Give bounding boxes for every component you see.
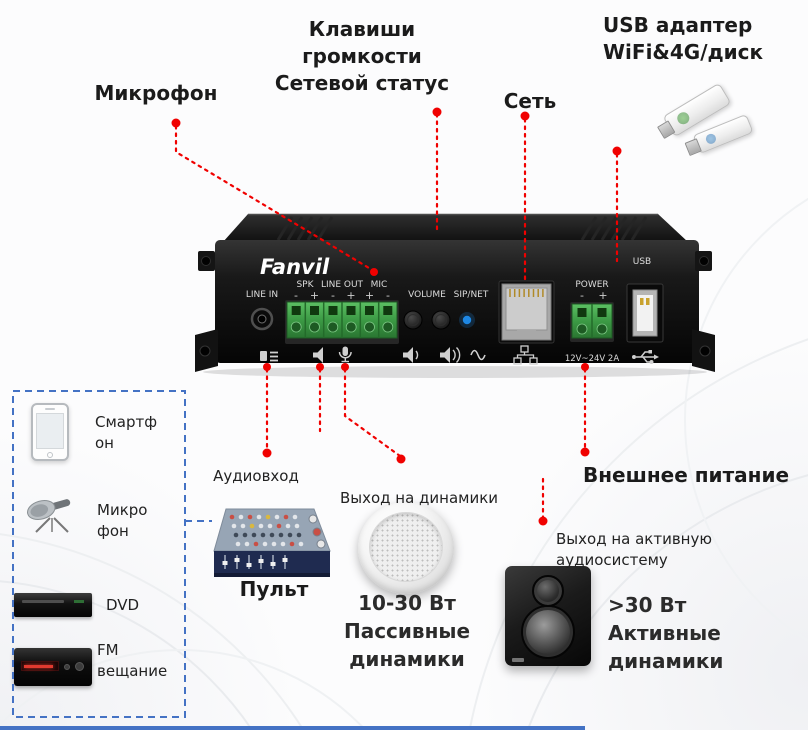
svg-text:LINE IN: LINE IN bbox=[246, 290, 278, 300]
audio-wave-icon bbox=[470, 349, 486, 361]
callout-audio-input: Аудиовход bbox=[213, 467, 299, 485]
mic-icon bbox=[338, 346, 352, 363]
svg-text:USB: USB bbox=[633, 257, 651, 267]
source-label-dvd: DVD bbox=[106, 596, 140, 614]
svg-text:+: + bbox=[598, 289, 607, 302]
volume-buttons bbox=[403, 310, 451, 330]
label-active-speakers: >30 Вт Активные динамики bbox=[608, 593, 724, 673]
port-labels: LINE IN SPK LINE OUT MIC VOLUME SIP/NET … bbox=[246, 257, 651, 364]
red-callout-lines bbox=[174, 112, 619, 519]
blue-source-box bbox=[12, 390, 212, 718]
spk-lineout-mic-terminal bbox=[285, 300, 399, 344]
svg-text:SPK: SPK bbox=[296, 280, 314, 290]
svg-text:-: - bbox=[294, 289, 298, 302]
svg-text:+: + bbox=[346, 289, 355, 302]
callout-microphone: Микрофон bbox=[94, 81, 218, 105]
label-passive-speakers: 10-30 Вт Пассивные динамики bbox=[343, 591, 471, 671]
active-speaker-image bbox=[505, 566, 591, 666]
usb-trident-icon bbox=[632, 350, 659, 364]
label-mixer: Пульт bbox=[239, 577, 309, 601]
svg-text:+: + bbox=[365, 289, 374, 302]
red-callout-dots bbox=[171, 107, 622, 526]
callout-active-output: Выход на активную аудиосистему bbox=[556, 530, 712, 569]
network-icon bbox=[513, 345, 538, 365]
source-label-fm: FM вещание bbox=[97, 641, 168, 680]
device-shadow bbox=[203, 366, 707, 378]
source-label-smartphone: Смартфон bbox=[95, 413, 158, 452]
svg-text:-: - bbox=[580, 289, 584, 302]
callout-usb-adapter: USB адаптер WiFi&4G/диск bbox=[603, 13, 764, 64]
speaker-loud-icon bbox=[440, 347, 461, 363]
line-input-icon bbox=[260, 351, 278, 362]
callout-external-power: Внешнее питание bbox=[582, 463, 790, 487]
svg-text:MIC: MIC bbox=[371, 280, 388, 290]
sip-net-led bbox=[459, 312, 475, 328]
polarity-marks: - + - + + - - + bbox=[294, 289, 608, 302]
power-terminal bbox=[570, 302, 614, 342]
function-icons bbox=[260, 345, 659, 365]
ethernet-port bbox=[498, 280, 555, 344]
line-in-jack bbox=[250, 307, 274, 331]
bottom-divider bbox=[0, 726, 585, 730]
usb-port bbox=[626, 283, 664, 343]
speaker-icon bbox=[313, 347, 323, 363]
dvd-player-icon bbox=[14, 593, 92, 617]
callout-network: Сеть bbox=[503, 89, 557, 113]
svg-text:SIP/NET: SIP/NET bbox=[454, 290, 489, 300]
brand-logo: Fanvil bbox=[260, 255, 330, 279]
vent-hatching bbox=[276, 216, 648, 241]
svg-text:POWER: POWER bbox=[575, 280, 608, 290]
source-label-microphone: Микрофон bbox=[97, 501, 148, 540]
device-image: Fanvil LINE IN SPK LINE OUT MIC VOLUME S… bbox=[195, 213, 715, 378]
ceiling-speaker-image bbox=[358, 502, 454, 594]
mixer-console-image bbox=[213, 508, 331, 577]
svg-text:VOLUME: VOLUME bbox=[408, 290, 446, 300]
svg-text:12V~24V 2A: 12V~24V 2A bbox=[565, 354, 619, 364]
svg-text:LINE OUT: LINE OUT bbox=[321, 280, 364, 290]
callout-speaker-output: Выход на динамики bbox=[339, 489, 499, 507]
svg-text:-: - bbox=[386, 289, 390, 302]
svg-text:+: + bbox=[310, 289, 319, 302]
desk-microphone-icon bbox=[27, 499, 71, 533]
callout-volume-network-status: Клавиши громкости Сетевой статус bbox=[274, 17, 450, 95]
smartphone-icon bbox=[31, 403, 69, 461]
fm-radio-icon bbox=[14, 648, 92, 686]
speaker-low-icon bbox=[403, 347, 419, 363]
svg-text:-: - bbox=[331, 289, 335, 302]
